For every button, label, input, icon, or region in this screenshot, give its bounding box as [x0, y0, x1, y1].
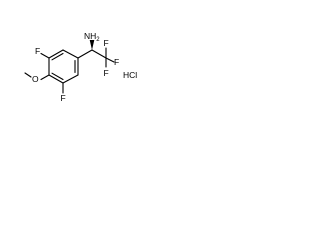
ring-double-bond-1: [51, 52, 64, 61]
hydrochloride-salt: HCl: [123, 70, 137, 80]
bond-cf3-to-f-right: [105, 57, 115, 63]
cf3-fluorine-right: F: [114, 57, 119, 67]
ring-fluorine-top: F: [35, 46, 40, 56]
cf3-fluorine-top: F: [104, 38, 109, 48]
ring-bond-c2-c3: [48, 49, 64, 59]
bond-ring-to-o: [40, 74, 50, 81]
ring-bond-c1-c2: [62, 49, 79, 59]
cf3-fluorine-bottom: F: [104, 68, 109, 78]
amine-label: NH2: [84, 31, 100, 43]
structure-drawing: NH2 F F F F O F HCl: [24, 31, 137, 103]
bond-ring-to-f-top: [40, 52, 50, 59]
methoxy-oxygen: O: [32, 74, 39, 84]
bond-ring-to-chiral-c: [77, 49, 93, 59]
structure-canvas: NH2 F F F F O F HCl: [0, 0, 152, 152]
ring-double-bond-2: [51, 72, 64, 81]
stereo-wedge-bond: [89, 40, 95, 50]
bond-o-to-methyl: [24, 72, 32, 78]
ring-bond-c4-c5: [48, 74, 64, 84]
benzene-ring: [48, 49, 79, 84]
bond-chiral-c-to-cf3: [91, 49, 107, 59]
ring-fluorine-bottom: F: [61, 93, 66, 103]
ring-bond-c5-c6: [62, 74, 79, 84]
